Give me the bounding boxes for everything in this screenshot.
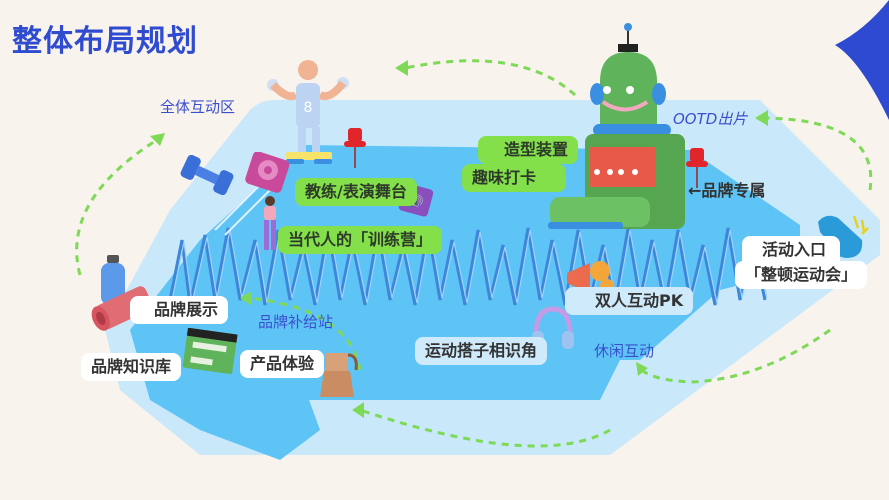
tag-coach-stage: 教练/表演舞台 <box>295 178 417 206</box>
dumbbell-icon <box>180 155 234 195</box>
moka-pot-icon <box>320 353 358 397</box>
zone-label-ootd: OOTD出片 <box>673 110 748 128</box>
whistle-icon <box>818 215 869 258</box>
tag-product-experience: 产品体验 <box>240 350 325 378</box>
tag-checkin: 趣味打卡 <box>462 164 567 192</box>
zone-label-brand-supply: 品牌补给站 <box>258 313 334 331</box>
speaker-box-icon <box>245 152 290 193</box>
water-bottle-icon <box>101 255 125 305</box>
zone-label-leisure: 休闲互动 <box>594 342 655 360</box>
tag-duo-pk: 双人互动PK <box>565 287 694 315</box>
tag-styling-device: 造型装置 <box>478 136 579 164</box>
tag-sports-buddy: 运动搭子相识角 <box>415 337 548 365</box>
tag-training-camp: 当代人的「训练营」 <box>278 226 443 254</box>
zone-label-all-interaction: 全体互动区 <box>160 98 236 116</box>
tag-brand-knowledge: 品牌知识库 <box>81 353 182 381</box>
tag-brand-display: 品牌展示 <box>130 296 229 324</box>
robot-figure-icon <box>548 23 685 229</box>
tag-brand-exclusive: ←品牌专属 <box>688 181 766 200</box>
page-title: 整体布局规划 <box>12 24 198 59</box>
tag-activity-entry-line2: 「整顿运动会」 <box>735 261 868 289</box>
pushpin-icon <box>686 148 708 188</box>
app-window-icon <box>182 328 238 374</box>
woman-figure-icon <box>264 196 276 250</box>
jersey-number: 8 <box>304 100 313 116</box>
athlete-figure-icon: 8 <box>267 60 349 164</box>
tag-activity-entry-line1: 活动入口 <box>742 236 841 261</box>
pushpin-icon <box>344 128 366 168</box>
